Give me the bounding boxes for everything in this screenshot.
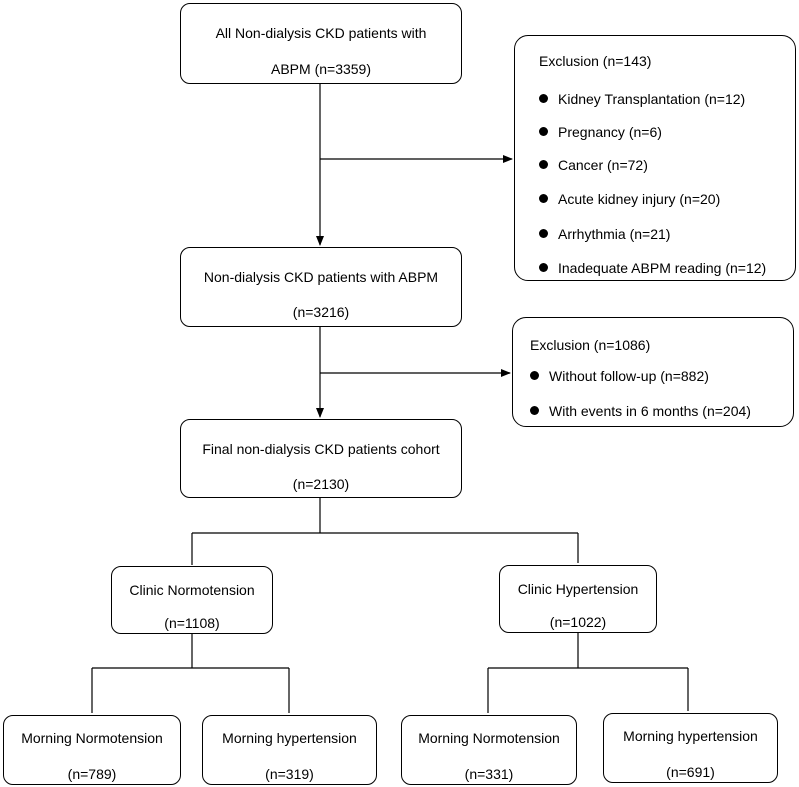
- cn-morning-hypertension-box: Morning hypertension (n=319): [202, 715, 377, 785]
- exclusion-1-item: Arrhythmia (n=21): [539, 226, 670, 242]
- exclusion-1-item-label: Inadequate ABPM reading (n=12): [558, 260, 767, 276]
- all-patients-box: All Non-dialysis CKD patients with ABPM …: [180, 3, 462, 84]
- exclusion-2-item: With events in 6 months (n=204): [530, 403, 751, 419]
- exclusion-1-item: Pregnancy (n=6): [539, 124, 662, 140]
- exclusion-1-title: Exclusion (n=143): [539, 53, 652, 69]
- exclusion-1-item-label: Cancer (n=72): [558, 157, 648, 173]
- clinic-hypertension-line2: (n=1022): [549, 614, 607, 630]
- clinic-hypertension-box: Clinic Hypertension (n=1022): [499, 565, 657, 633]
- clinic-hypertension-line1: Clinic Hypertension: [517, 581, 639, 597]
- exclusion-2-title: Exclusion (n=1086): [530, 337, 651, 353]
- exclusion-1-item-label: Pregnancy (n=6): [558, 124, 662, 140]
- ch-morning-hypertension-line1: Morning hypertension: [623, 728, 758, 744]
- cn-morning-hypertension-line2: (n=319): [265, 766, 314, 782]
- ch-morning-normotension-line1: Morning Normotension: [418, 730, 560, 746]
- ch-morning-hypertension-line2: (n=691): [666, 764, 715, 780]
- cn-morning-normotension-line1: Morning Normotension: [21, 730, 163, 746]
- with-abpm-line1: Non-dialysis CKD patients with ABPM: [203, 269, 439, 285]
- exclusion-1-item: Cancer (n=72): [539, 157, 648, 173]
- clinic-normotension-box: Clinic Normotension (n=1108): [111, 566, 273, 634]
- bullet-icon: [539, 160, 548, 169]
- all-patients-line2: ABPM (n=3359): [271, 61, 371, 77]
- final-cohort-line2: (n=2130): [292, 476, 350, 492]
- ch-morning-normotension-line2: (n=331): [464, 766, 514, 782]
- bullet-icon: [539, 263, 548, 272]
- with-abpm-line2: (n=3216): [292, 304, 350, 320]
- cn-morning-hypertension-line1: Morning hypertension: [222, 730, 357, 746]
- bullet-icon: [539, 127, 548, 136]
- bullet-icon: [539, 94, 548, 103]
- exclusion-1-item: Inadequate ABPM reading (n=12): [539, 260, 766, 276]
- exclusion-1-item-label: Acute kidney injury (n=20): [558, 191, 721, 207]
- bullet-icon: [539, 194, 548, 203]
- bullet-icon: [530, 406, 539, 415]
- exclusion-2-item-label: Without follow-up (n=882): [549, 368, 709, 384]
- exclusion-1-item: Acute kidney injury (n=20): [539, 191, 720, 207]
- exclusion-1-item-label: Kidney Transplantation (n=12): [558, 91, 746, 107]
- clinic-normotension-line2: (n=1108): [164, 615, 220, 631]
- cn-morning-normotension-line2: (n=789): [67, 766, 117, 782]
- cn-morning-normotension-box: Morning Normotension (n=789): [3, 715, 181, 785]
- final-cohort-box: Final non-dialysis CKD patients cohort (…: [180, 419, 462, 498]
- with-abpm-box: Non-dialysis CKD patients with ABPM (n=3…: [180, 247, 462, 327]
- bullet-icon: [530, 371, 539, 380]
- exclusion-1-item: Kidney Transplantation (n=12): [539, 91, 745, 107]
- exclusion-box-1: Exclusion (n=143) Kidney Transplantation…: [514, 35, 796, 281]
- exclusion-2-item-label: With events in 6 months (n=204): [549, 403, 751, 419]
- ch-morning-hypertension-box: Morning hypertension (n=691): [603, 713, 778, 783]
- final-cohort-line1: Final non-dialysis CKD patients cohort: [202, 441, 440, 457]
- exclusion-2-item: Without follow-up (n=882): [530, 368, 709, 384]
- bullet-icon: [539, 229, 548, 238]
- exclusion-1-item-label: Arrhythmia (n=21): [558, 226, 671, 242]
- all-patients-line1: All Non-dialysis CKD patients with: [215, 25, 427, 41]
- clinic-normotension-line1: Clinic Normotension: [129, 582, 255, 598]
- exclusion-box-2: Exclusion (n=1086) Without follow-up (n=…: [512, 317, 794, 427]
- ch-morning-normotension-box: Morning Normotension (n=331): [401, 715, 577, 785]
